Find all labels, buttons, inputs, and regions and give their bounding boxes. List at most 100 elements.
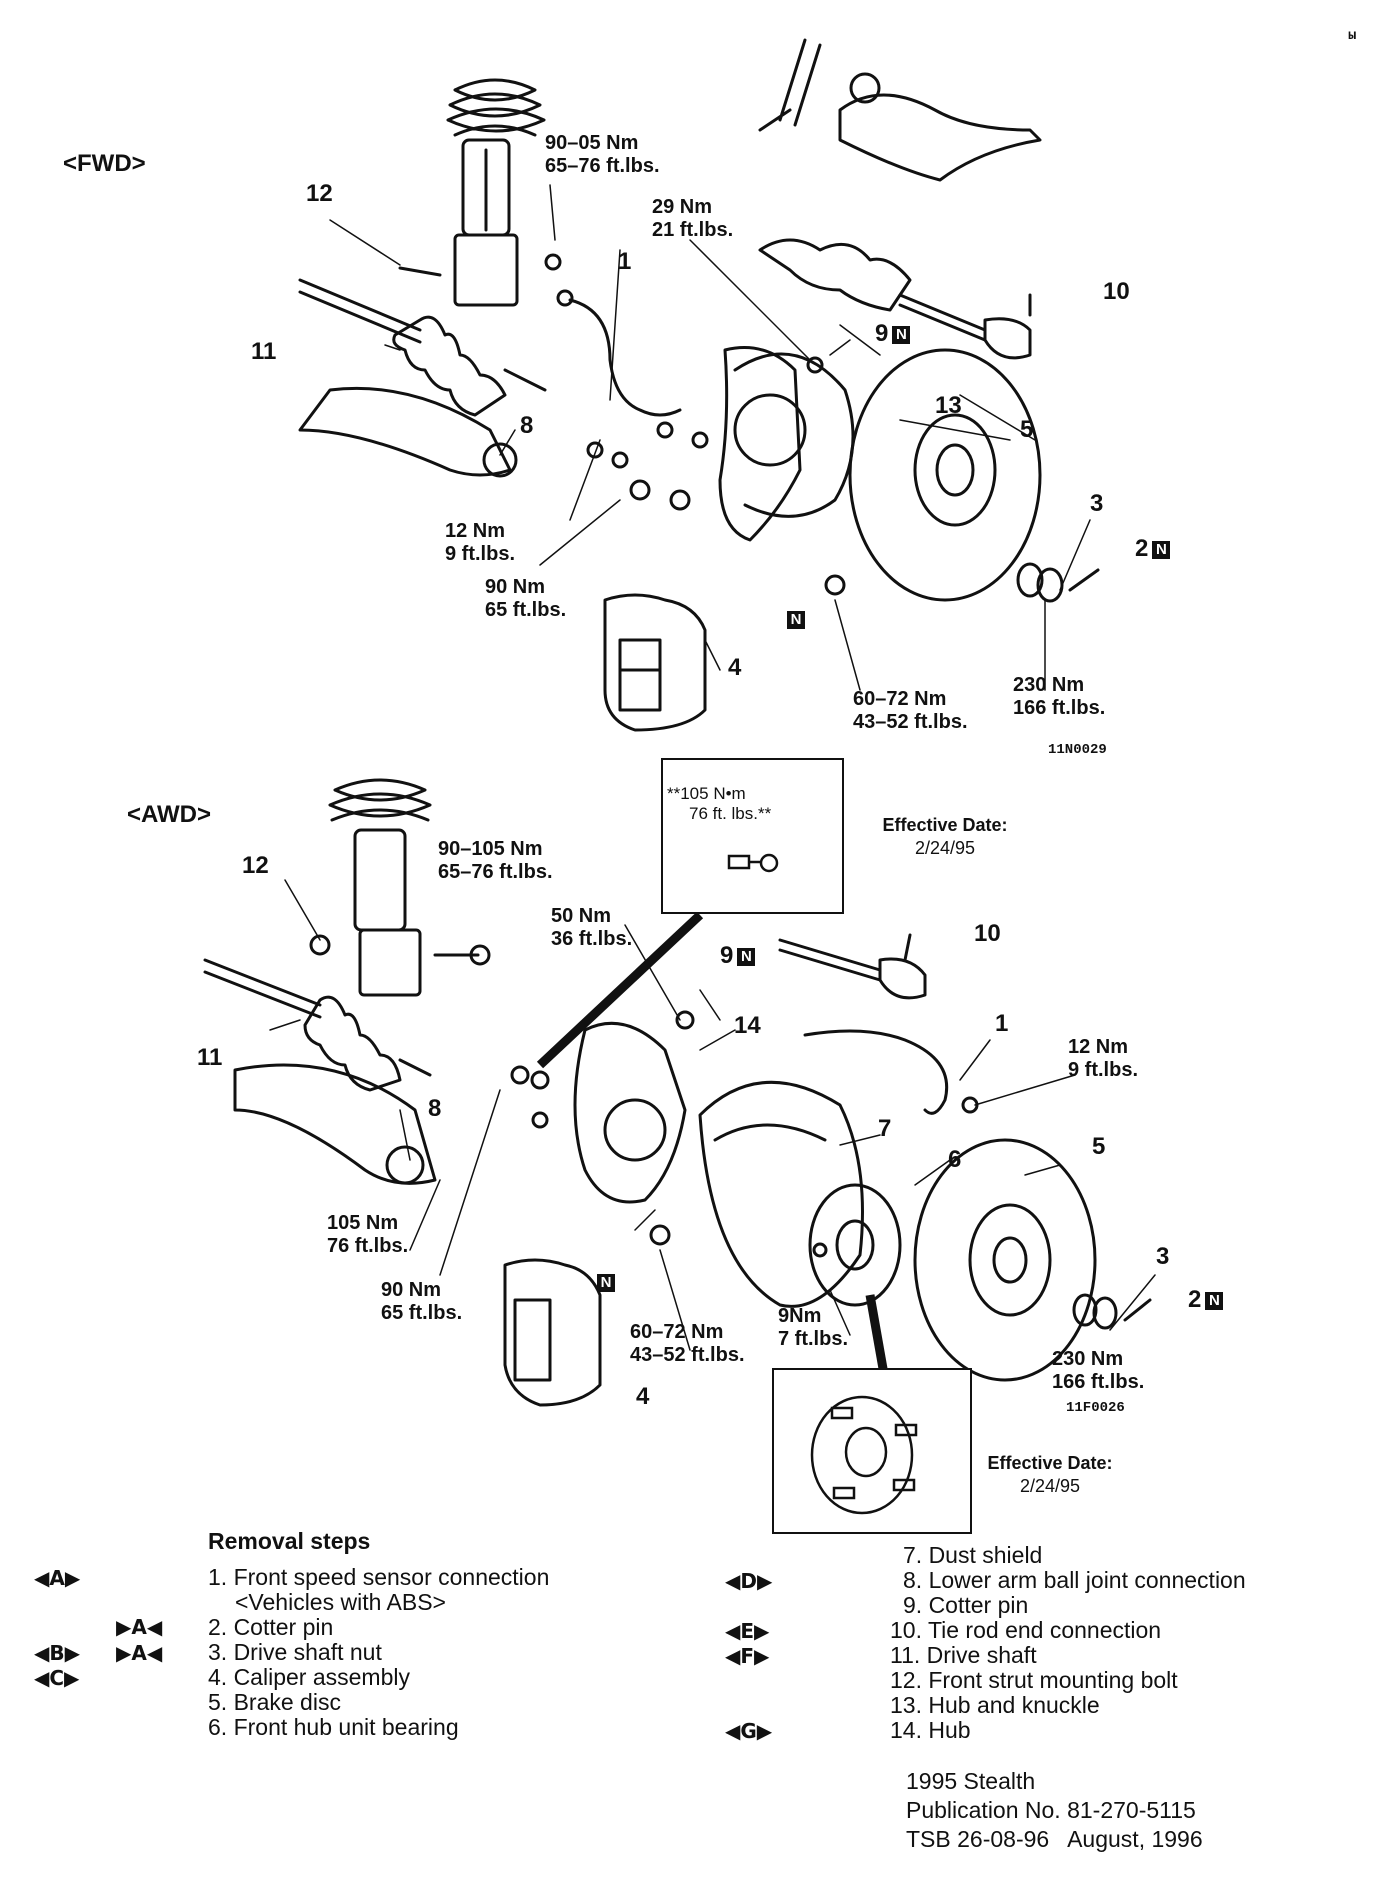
awd-callout-3: 3 <box>1156 1243 1170 1270</box>
awd-n-badge-9: N <box>737 947 756 966</box>
fwd-figure-id: 11N0029 <box>1048 742 1107 758</box>
awd-callout-12: 12 <box>242 852 269 879</box>
awd-callout-11: 11 <box>197 1044 223 1071</box>
fwd-callout-13: 13 <box>935 392 962 419</box>
fwd-small-bolts-icon <box>398 253 846 596</box>
inset-bottom-hub-icon <box>810 1395 918 1515</box>
fwd-strut-icon <box>446 78 546 307</box>
publication-vehicle: 1995 Stealth <box>906 1768 1036 1794</box>
service-mark-a: ◀A▶ <box>34 1566 81 1590</box>
awd-brake-disc-icon <box>913 1138 1097 1382</box>
fwd-nut-icon <box>1016 562 1100 603</box>
awd-dust-shield-icon <box>698 1080 864 1308</box>
awd-callout-4: 4 <box>636 1383 650 1410</box>
publication-number: Publication No. 81-270-5115 <box>906 1797 1196 1823</box>
service-mark-e: ◀E▶ <box>725 1619 770 1643</box>
service-mark-d: ◀D▶ <box>725 1569 773 1593</box>
removal-step-14: 14. Hub <box>890 1717 971 1743</box>
awd-knuckle-icon <box>573 1021 687 1204</box>
fwd-callout-4: 4 <box>728 654 742 681</box>
fwd-n-badge-knuckle: N <box>783 605 805 633</box>
publication-info: 1995 Stealth Publication No. 81-270-5115… <box>906 1767 1203 1854</box>
awd-tie-rod-icon <box>778 933 927 1000</box>
awd-n-badge-2: N <box>1205 1291 1224 1310</box>
awd-sensor-cable-icon <box>803 1029 949 1115</box>
removal-step-4: 4. Caliper assembly <box>208 1664 410 1690</box>
inset-top-bolt-icon <box>727 853 779 873</box>
awd-callout-6: 6 <box>948 1146 962 1173</box>
awd-small-bolts-icon <box>309 934 979 1258</box>
fwd-lower-arm-icon <box>298 386 518 478</box>
removal-step-13: 13. Hub and knuckle <box>890 1692 1100 1718</box>
fwd-tie-rod-icon <box>758 238 1032 360</box>
install-mark-a-2: ▶A◀ <box>116 1615 163 1639</box>
removal-step-6: 6. Front hub unit bearing <box>208 1714 459 1740</box>
fwd-driveshaft-icon <box>298 278 547 417</box>
removal-step-12: 12. Front strut mounting bolt <box>890 1667 1178 1693</box>
fwd-brake-disc-icon <box>848 348 1042 602</box>
fwd-sensor-cable-icon <box>568 298 682 417</box>
publication-tsb: TSB 26-08-96 August, 1996 <box>906 1826 1203 1852</box>
awd-driveshaft-icon <box>203 958 432 1092</box>
inset-bottom-connector <box>865 1294 890 1381</box>
awd-callout-10: 10 <box>974 920 1001 947</box>
awd-callout-1: 1 <box>995 1010 1009 1037</box>
fwd-callout-1: 1 <box>618 248 632 275</box>
removal-step-2: 2. Cotter pin <box>208 1614 334 1640</box>
removal-step-7: 7. Dust shield <box>903 1542 1043 1568</box>
inset-bottom-box <box>772 1368 972 1534</box>
fwd-n-badge-2: N <box>1152 540 1171 559</box>
removal-step-3: 3. Drive shaft nut <box>208 1639 382 1665</box>
fwd-caliper-icon <box>603 593 707 732</box>
removal-step-10: 10. Tie rod end connection <box>890 1617 1162 1643</box>
fwd-callout-10: 10 <box>1103 278 1130 305</box>
fwd-upper-arm-icon <box>838 72 1042 182</box>
install-mark-a-3: ▶A◀ <box>116 1641 163 1665</box>
fwd-shock-rod-icon <box>758 38 822 132</box>
removal-step-11: 11. Drive shaft <box>890 1642 1037 1668</box>
service-mark-c: ◀C▶ <box>34 1666 80 1690</box>
fwd-callout-5: 5 <box>1020 416 1034 443</box>
removal-steps-title: Removal steps <box>208 1528 371 1554</box>
removal-step-5: 5. Brake disc <box>208 1689 341 1715</box>
awd-lower-arm-icon <box>233 1063 437 1185</box>
inset-top-connector <box>536 911 704 1069</box>
fwd-n-badge-9: N <box>892 325 911 344</box>
fwd-callout-11: 11 <box>251 338 277 365</box>
corner-mark: ы <box>1348 28 1357 44</box>
awd-strut-icon <box>328 778 432 997</box>
fwd-knuckle-icon <box>718 346 855 542</box>
awd-hub-icon <box>808 1183 902 1307</box>
awd-callout-5: 5 <box>1092 1133 1106 1160</box>
awd-caliper-icon <box>503 1258 602 1407</box>
service-mark-f: ◀F▶ <box>725 1644 770 1668</box>
awd-callout-8: 8 <box>428 1095 442 1122</box>
awd-callout-14: 14 <box>734 1012 761 1039</box>
awd-heading: <AWD> <box>127 801 212 828</box>
removal-step-1-note: <Vehicles with ABS> <box>235 1589 446 1615</box>
awd-nut-icon <box>1072 1293 1152 1330</box>
fwd-heading: <FWD> <box>63 150 146 177</box>
removal-step-1: 1. Front speed sensor connection <box>208 1564 550 1590</box>
service-mark-g: ◀G▶ <box>725 1719 773 1743</box>
inset-bottom-effective: Effective Date:2/24/95 <box>987 1453 1113 1496</box>
